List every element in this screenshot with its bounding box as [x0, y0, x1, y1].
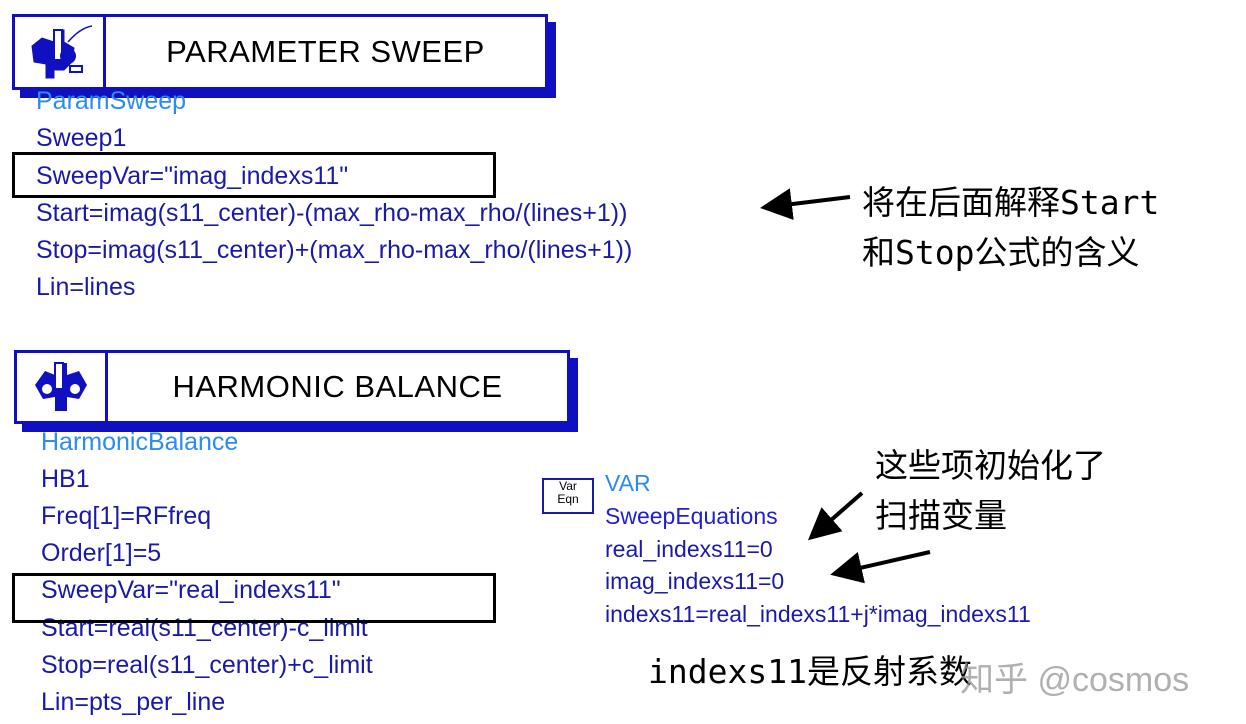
hb-line: Order[1]=5 [41, 539, 162, 567]
var-line: SweepEquations [605, 503, 778, 529]
var-line: real_indexs11=0 [605, 536, 773, 562]
hb-line: HB1 [41, 465, 90, 493]
arrow-icon [807, 491, 864, 541]
arrow-icon [830, 550, 931, 584]
highlight-frame [12, 152, 496, 198]
harmonic-balance-title: HARMONIC BALANCE [172, 369, 503, 404]
annotation: indexs11是反射系数 [648, 652, 972, 691]
hb-line: HarmonicBalance [41, 428, 239, 456]
param-sweep-icon [15, 17, 106, 87]
var-icon-text: Var [559, 479, 577, 493]
param-sweep-title: PARAMETER SWEEP [166, 34, 485, 69]
param-sweep-line: SweepVar="imag_indexs11" [36, 162, 349, 190]
hb-line: Stop=real(s11_center)+c_limit [41, 651, 373, 679]
param-sweep-line: Lin=lines [36, 273, 136, 301]
annotation: 和Stop公式的含义 [862, 233, 1140, 272]
var-line: indexs11=real_indexs11+j*imag_indexs11 [605, 601, 1031, 627]
watermark: 知乎 @cosmos [960, 661, 1190, 699]
annotation: 这些项初始化了 [875, 446, 1106, 485]
arrow-icon [760, 188, 851, 220]
annotation: 扫描变量 [875, 496, 1007, 535]
param-sweep-line: Start=imag(s11_center)-(max_rho-max_rho/… [36, 199, 628, 227]
annotation: 将在后面解释Start [862, 183, 1160, 222]
param-sweep-line: ParamSweep [36, 87, 187, 115]
var-line: imag_indexs11=0 [605, 568, 785, 594]
param-sweep-line: Stop=imag(s11_center)+(max_rho-max_rho/(… [36, 236, 633, 264]
eqn-icon-text: Eqn [557, 492, 579, 506]
param-sweep-header: PARAMETER SWEEP [12, 14, 548, 90]
harmonic-balance-icon [17, 353, 108, 421]
hb-line: Freq[1]=RFfreq [41, 502, 212, 530]
harmonic-balance-header: HARMONIC BALANCE [14, 350, 570, 424]
param-sweep-line: Sweep1 [36, 124, 127, 152]
highlight-frame [12, 573, 496, 623]
hb-line: SweepVar="real_indexs11" [41, 576, 341, 604]
var-line: VAR [605, 470, 651, 496]
hb-line: Lin=pts_per_line [41, 688, 226, 716]
hb-line: Start=real(s11_center)-c_limit [41, 614, 368, 642]
